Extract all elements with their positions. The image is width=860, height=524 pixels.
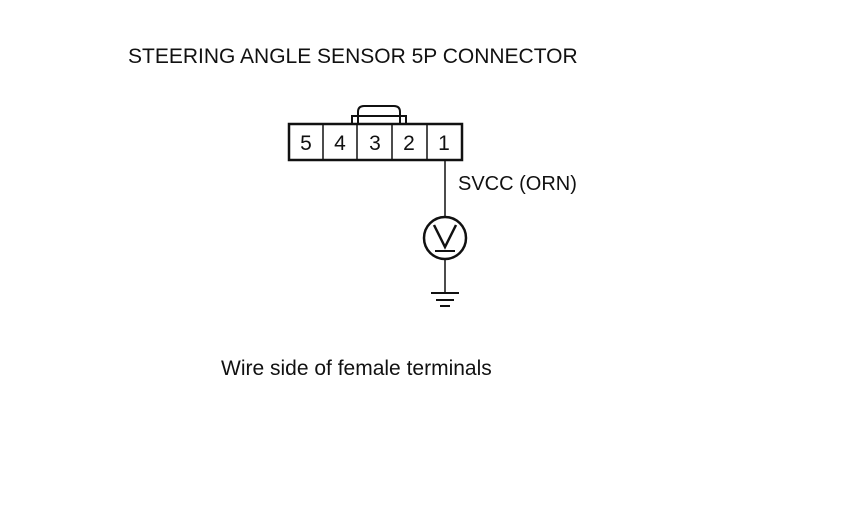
- pin-label-2: 2: [403, 132, 415, 155]
- pin-label-1: 1: [438, 132, 450, 155]
- pin-label-3: 3: [369, 132, 381, 155]
- connector-body: [287, 122, 464, 162]
- connector-lock-tab-base: [351, 115, 407, 124]
- wire-label: SVCC (ORN): [458, 173, 577, 195]
- pin-label-5: 5: [300, 132, 312, 155]
- connector-5p: 5 4 3 2 1: [287, 105, 464, 162]
- diagram-caption: Wire side of female terminals: [221, 357, 492, 380]
- voltmeter-icon: [422, 215, 468, 261]
- ground-icon: [431, 292, 459, 307]
- pin-label-4: 4: [334, 132, 346, 155]
- connector-lock-tab: [357, 105, 401, 124]
- diagram-title: STEERING ANGLE SENSOR 5P CONNECTOR: [128, 45, 578, 68]
